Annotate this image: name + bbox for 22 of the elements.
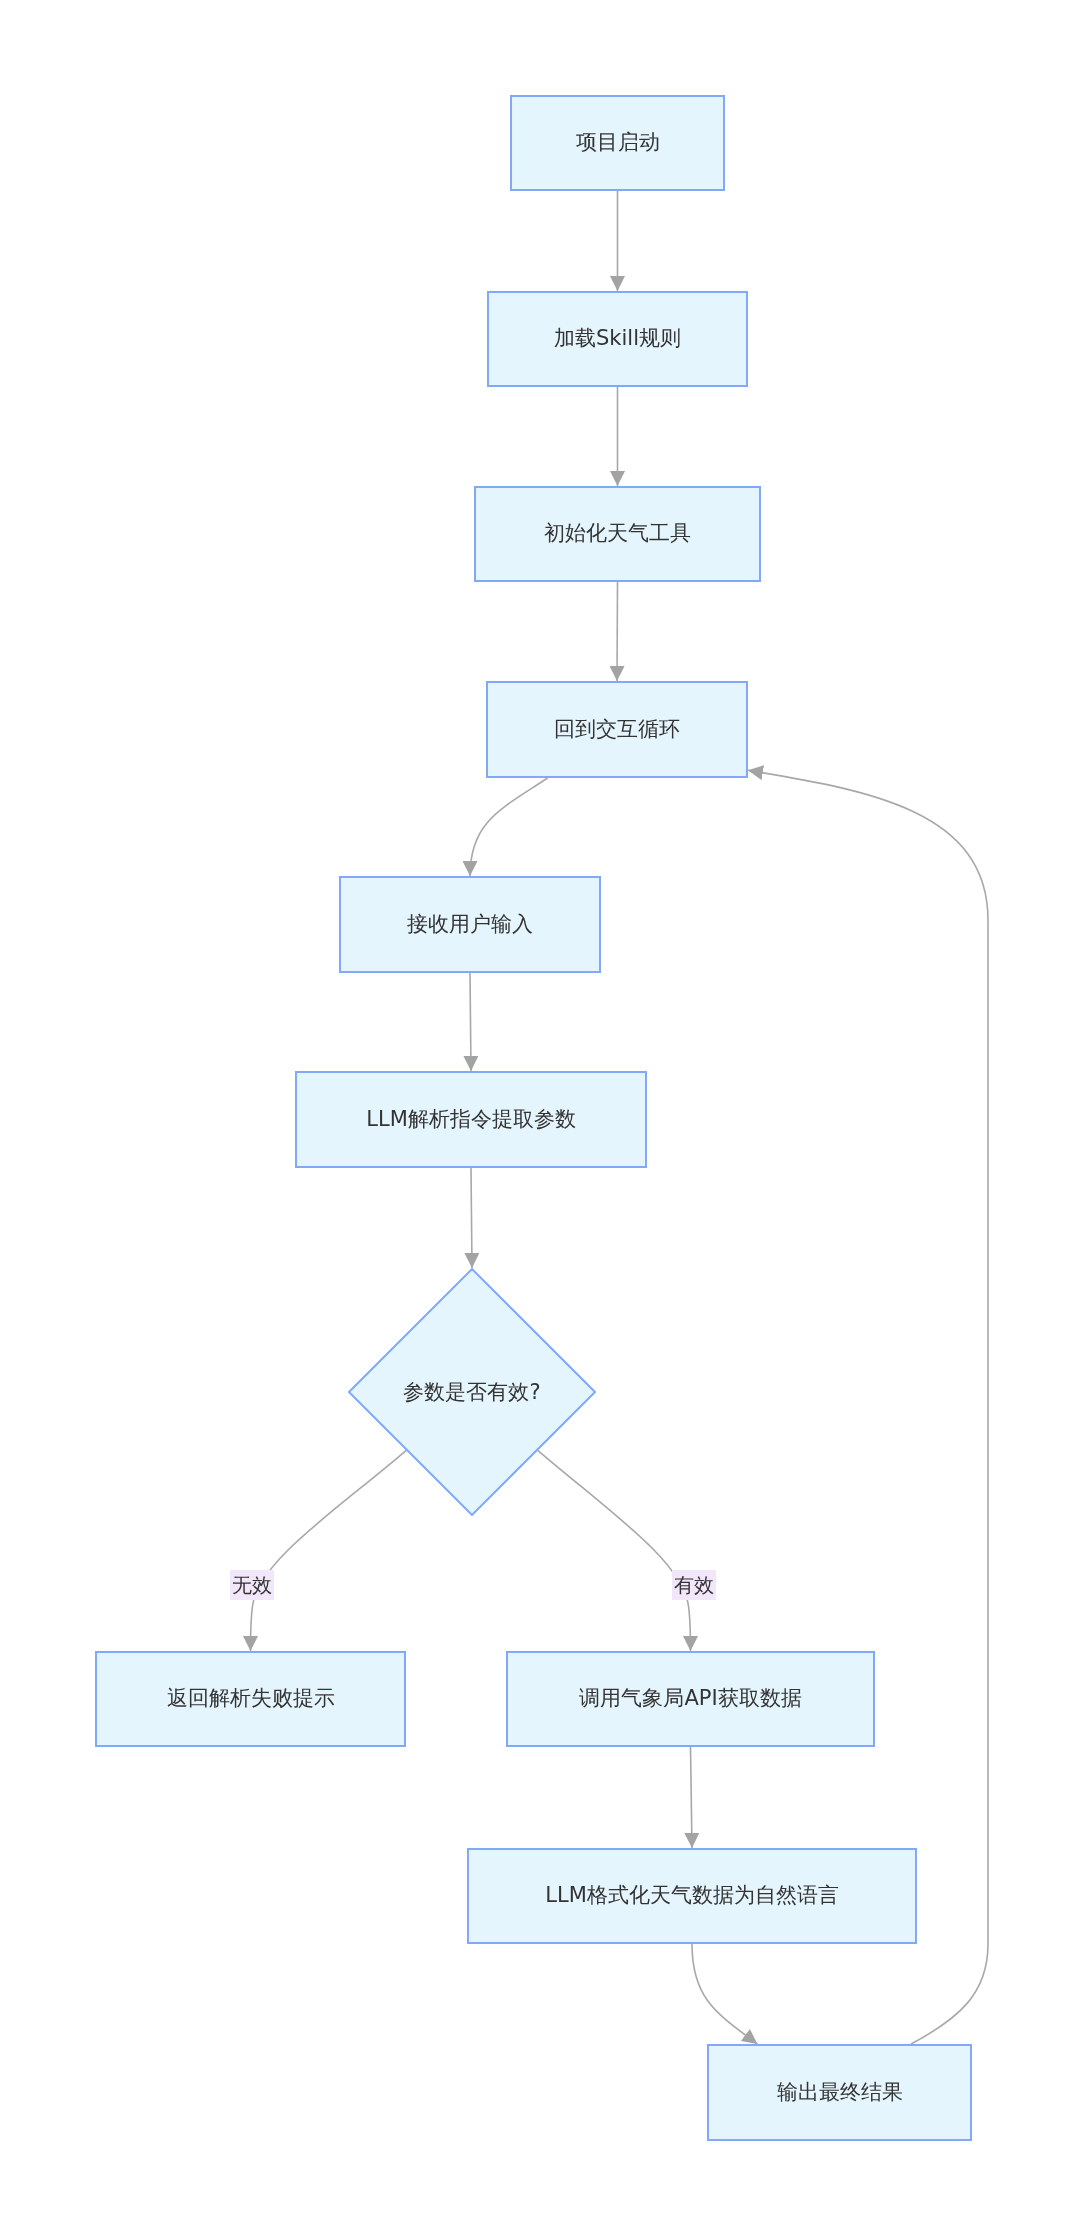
arrow [747,765,989,2045]
arrow [463,972,479,1072]
process-box: LLM格式化天气数据为自然语言 [467,1848,917,1944]
arrow [463,777,549,877]
process-box: 调用气象局API获取数据 [506,1651,875,1747]
edge-label: 有效 [672,1570,716,1600]
arrow [610,386,625,487]
arrow [684,1746,700,1849]
arrow [609,581,625,682]
edge-label: 无效 [230,1570,274,1600]
arrow [691,1943,759,2045]
decision-diamond: 参数是否有效? [348,1268,596,1516]
process-box: 接收用户输入 [339,876,601,973]
process-box: LLM解析指令提取参数 [295,1071,647,1168]
process-box: 输出最终结果 [707,2044,972,2141]
process-box: 初始化天气工具 [474,486,761,582]
process-box: 回到交互循环 [486,681,748,778]
process-box: 加载Skill规则 [487,291,748,387]
process-box: 返回解析失败提示 [95,1651,406,1747]
arrow [610,190,625,292]
arrow [464,1167,480,1269]
process-box: 项目启动 [510,95,725,191]
